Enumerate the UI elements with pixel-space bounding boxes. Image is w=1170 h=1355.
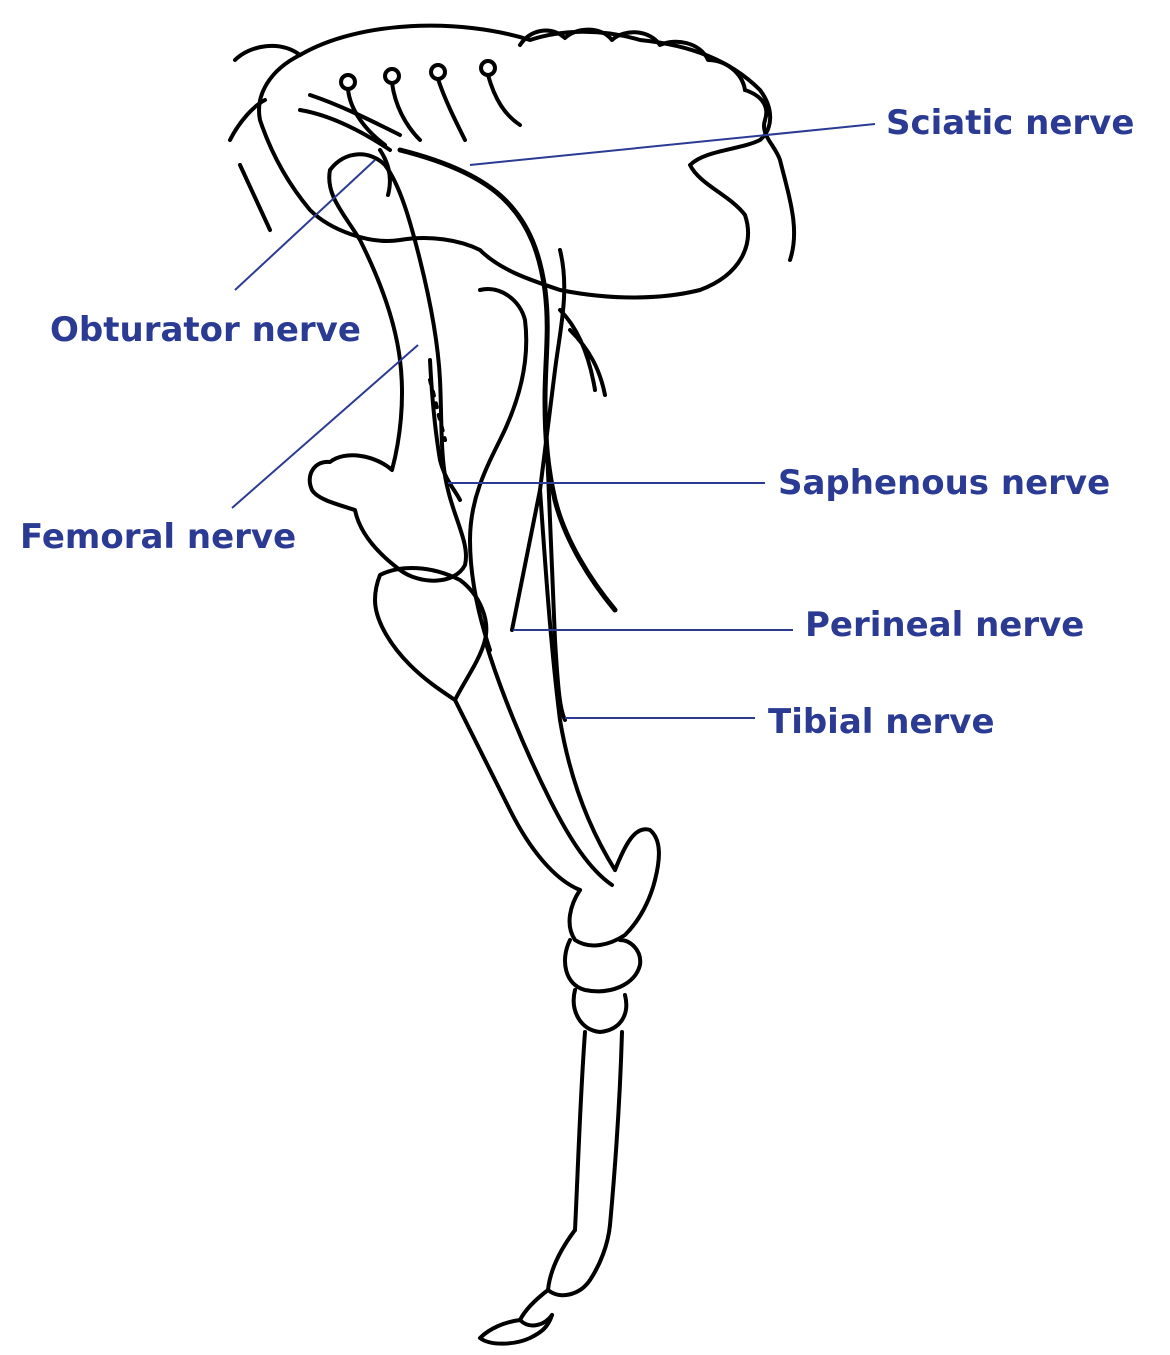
metatarsus-outline: [575, 1032, 622, 1230]
phalanges-outline: [520, 1225, 610, 1325]
saphenous-nerve-label: Saphenous nerve: [778, 466, 1110, 500]
tibia-outline: [455, 640, 612, 890]
perineal-nerve-branch: [512, 490, 540, 630]
sciatic-leader-line: [470, 124, 875, 165]
knee-outline: [375, 568, 486, 700]
sciatic-nerve-label: Sciatic nerve: [886, 106, 1134, 140]
obturator-nerve-label: Obturator nerve: [50, 313, 361, 347]
obturator-nerve-branch: [380, 150, 390, 195]
perineal-nerve-label: Perineal nerve: [805, 608, 1084, 642]
nerve-twigs: [560, 310, 605, 395]
hoof-outline: [480, 1315, 552, 1344]
obturator-leader-line: [235, 160, 375, 290]
tibial-nerve-label: Tibial nerve: [768, 705, 995, 739]
hock-outline: [570, 829, 659, 945]
femoral-leader-line: [232, 345, 418, 508]
femur-outline: [310, 154, 466, 580]
spinal-nerve-roots: [300, 61, 520, 150]
tarsal-bones: [565, 940, 640, 1032]
femoral-nerve-label: Femoral nerve: [20, 520, 296, 554]
